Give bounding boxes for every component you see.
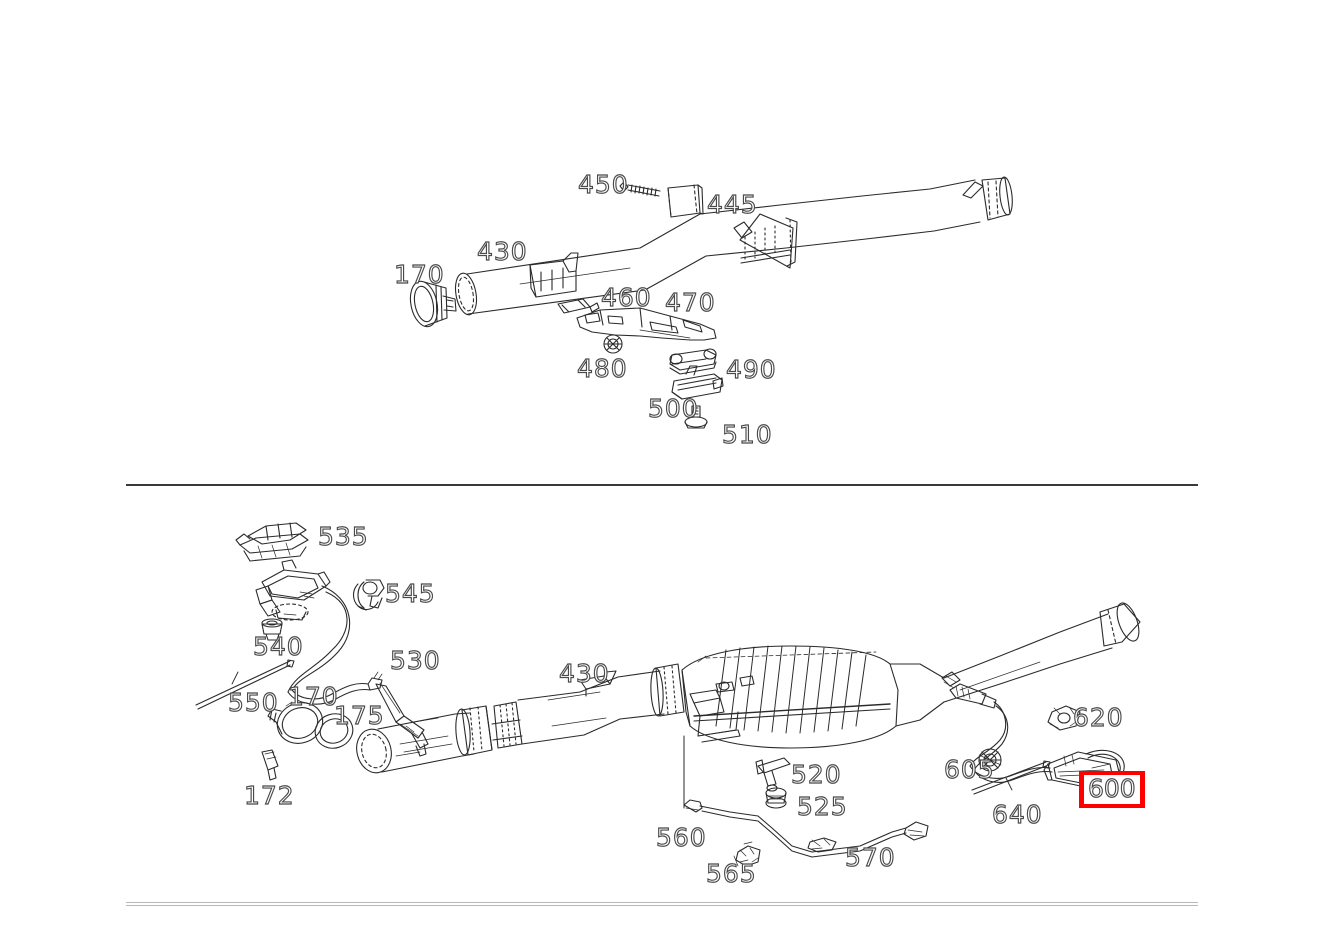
callout-600-highlight-box[interactable]: 600: [1079, 771, 1145, 808]
callout-175[interactable]: 175: [333, 701, 385, 730]
callout-640[interactable]: 640: [991, 800, 1043, 829]
part-535-sensor-shield: [236, 523, 308, 561]
part-520-hanger-pin: [756, 758, 790, 791]
callout-525[interactable]: 525: [796, 792, 848, 821]
part-560-heat-shield-rail: [684, 736, 928, 857]
part-525-rubber-grommet: [766, 788, 786, 808]
part-170-clamp-lower: [268, 696, 328, 749]
catalytic-converter-body: [682, 646, 944, 748]
callout-500[interactable]: 500: [647, 394, 699, 423]
callout-170-upper[interactable]: 170: [393, 260, 445, 289]
part-470-support-bracket: [577, 308, 716, 340]
callout-600[interactable]: 600: [1084, 774, 1140, 804]
callout-470[interactable]: 470: [664, 288, 716, 317]
callout-170-lower[interactable]: 170: [287, 682, 339, 711]
part-430-front-pipe-upper: [453, 176, 1014, 316]
part-460-plate: [558, 299, 599, 313]
upper-divider: [126, 484, 1198, 486]
part-480-nut: [604, 335, 622, 353]
part-540-sensor-module: [256, 560, 330, 620]
callout-535[interactable]: 535: [317, 522, 369, 551]
callout-605[interactable]: 605: [943, 755, 995, 784]
part-605-nut: [979, 749, 1001, 771]
part-430-front-pipe-lower: [352, 664, 684, 776]
part-570-retaining-bracket: [808, 838, 836, 852]
callout-445[interactable]: 445: [706, 190, 758, 219]
callout-545[interactable]: 545: [384, 579, 436, 608]
part-175-gasket-ring: [311, 709, 358, 753]
lower-divider: [126, 902, 1198, 906]
callout-430-upper[interactable]: 430: [476, 237, 528, 266]
callout-530[interactable]: 530: [389, 646, 441, 675]
part-170-clamp-upper: [407, 279, 456, 329]
part-565-spring-clip: [734, 842, 760, 866]
callout-620[interactable]: 620: [1072, 703, 1124, 732]
callout-480[interactable]: 480: [576, 354, 628, 383]
part-172-clamp-bolt: [262, 750, 278, 780]
part-510-bolt: [685, 406, 707, 428]
callout-510[interactable]: 510: [721, 420, 773, 449]
callout-460[interactable]: 460: [600, 283, 652, 312]
part-620-cable-clamp: [1048, 706, 1080, 730]
callout-450[interactable]: 450: [577, 170, 629, 199]
callout-570[interactable]: 570: [844, 843, 896, 872]
callout-430-lower[interactable]: 430: [558, 659, 610, 688]
callout-550[interactable]: 550: [227, 688, 279, 717]
part-450-screw: [620, 182, 660, 196]
callout-172[interactable]: 172: [243, 781, 295, 810]
part-490-rubber-mount: [670, 349, 716, 374]
part-500-hanger-rail: [672, 366, 723, 399]
rear-exhaust-pipe: [942, 600, 1143, 702]
callout-520[interactable]: 520: [790, 760, 842, 789]
part-445-sleeve: [668, 185, 703, 217]
part-640-cable-tie: [972, 761, 1050, 794]
part-540-grommet: [262, 619, 282, 640]
callout-560[interactable]: 560: [655, 823, 707, 852]
callout-540[interactable]: 540: [252, 632, 304, 661]
part-545-cable-clip: [354, 580, 385, 610]
part-550-cable-tie: [196, 660, 294, 709]
callout-565[interactable]: 565: [705, 859, 757, 888]
callout-490[interactable]: 490: [725, 355, 777, 384]
